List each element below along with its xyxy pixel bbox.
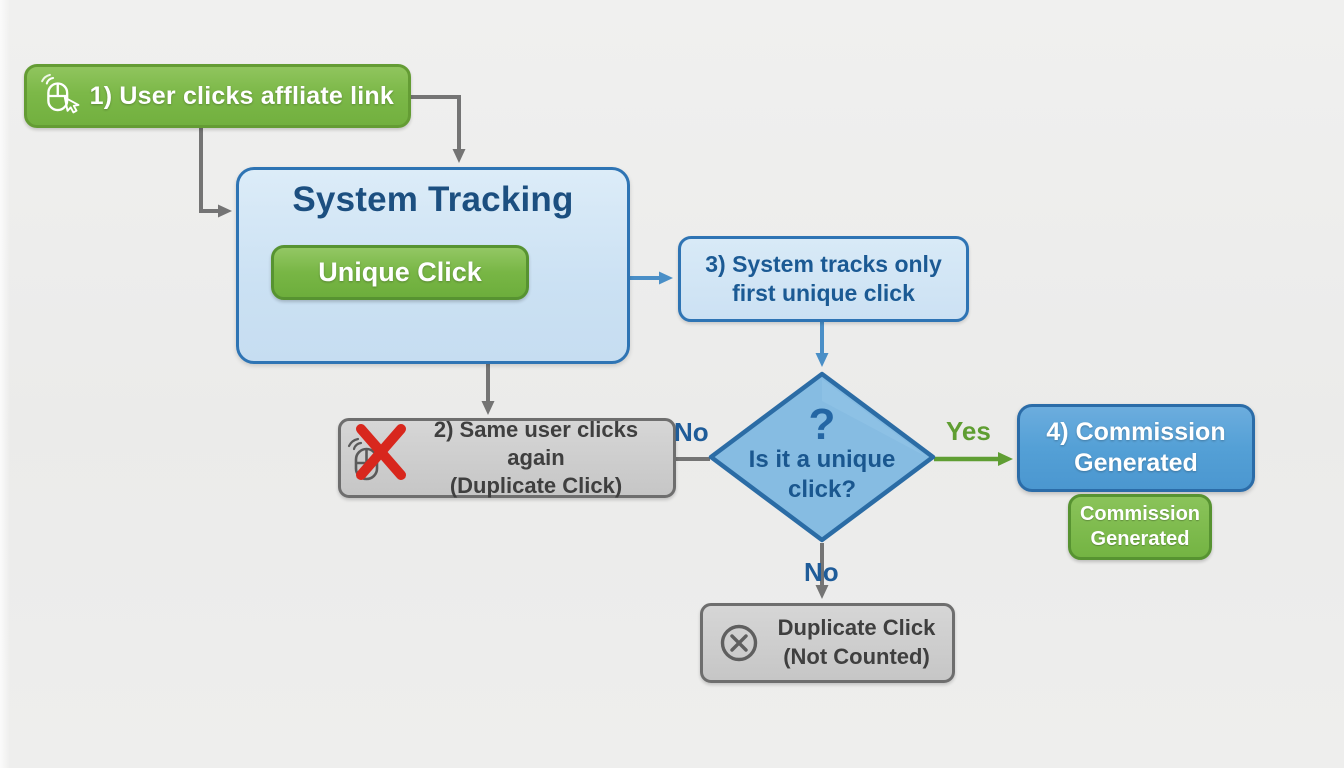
edge-label-yes: Yes [946, 416, 991, 446]
node-user-clicks-link-label: 1) User clicks affliate link [89, 81, 394, 110]
node-same-user-clicks-line1: 2) Same user clicks again [433, 416, 639, 470]
edge-label-no-left: No [674, 417, 709, 447]
node-decision-unique-click: ? Is it a unique click? [708, 371, 936, 543]
decision-question-mark: ? [808, 400, 836, 450]
edge-step1-to-system-top [410, 95, 466, 163]
decision-line2: click? [787, 475, 857, 503]
node-system-tracks-first-line2: first unique click [732, 280, 915, 306]
node-commission-generated-line1: 4) Commission [1046, 417, 1226, 446]
unique-click-label: Unique Click [318, 257, 482, 287]
node-duplicate-not-counted: Duplicate Click (Not Counted) [700, 603, 955, 683]
commission-chip-line1: Commission [1079, 503, 1201, 525]
decision-line1: Is it a unique [748, 445, 896, 473]
decision-diamond-shape [708, 371, 936, 543]
node-commission-chip: Commission Generated [1068, 494, 1212, 560]
circle-x-icon [720, 624, 758, 662]
node-commission-generated-line2: Generated [1074, 449, 1198, 477]
node-same-user-clicks-line2: (Duplicate Click) [449, 473, 623, 499]
mouse-click-blocked-icon [345, 423, 407, 493]
node-duplicate-line2: (Not Counted) [783, 644, 930, 669]
node-unique-click: Unique Click [271, 245, 529, 300]
node-user-clicks-link: 1) User clicks affliate link [24, 64, 411, 128]
node-commission-generated: 4) Commission Generated [1017, 404, 1255, 492]
edge-step1-to-system-left [199, 128, 232, 218]
commission-chip-line2: Generated [1090, 528, 1190, 550]
node-system-tracks-first: 3) System tracks only first unique click [678, 236, 969, 322]
node-system-tracks-first-line1: 3) System tracks only [705, 251, 942, 278]
system-tracking-title: System Tracking [292, 180, 574, 219]
node-duplicate-line1: Duplicate Click [777, 615, 936, 641]
edge-label-no-bottom: No [804, 557, 839, 587]
node-same-user-clicks: 2) Same user clicks again (Duplicate Cli… [338, 416, 676, 499]
mouse-click-icon [41, 73, 80, 114]
